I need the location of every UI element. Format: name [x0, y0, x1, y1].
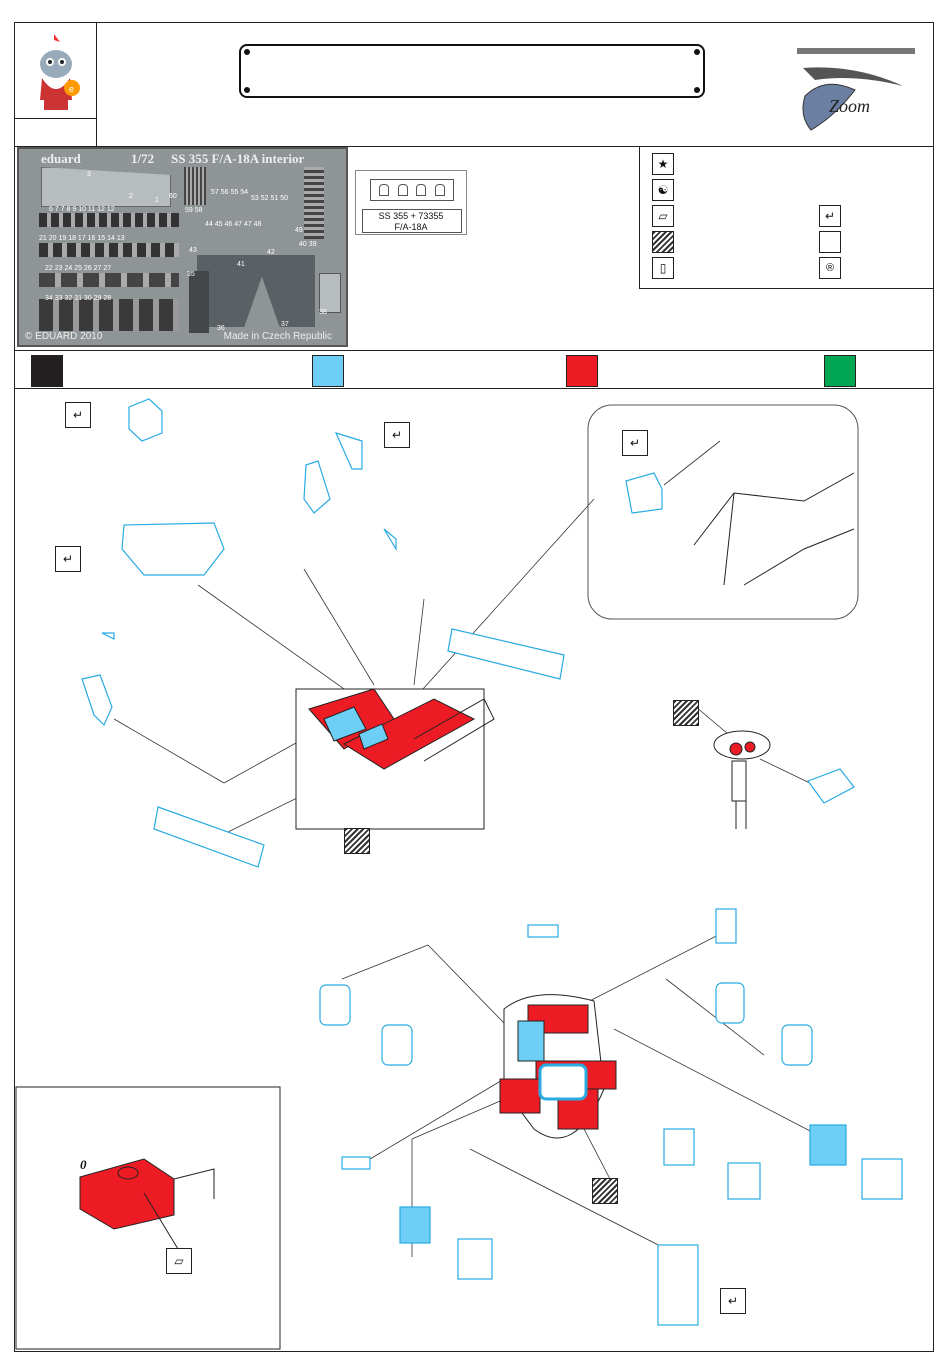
fret-part	[319, 273, 341, 313]
fret-number: 42	[267, 249, 275, 256]
fold-arrow-icon: ↵	[384, 422, 410, 448]
page-frame	[14, 22, 934, 1352]
fret-number: 59 58	[185, 207, 203, 214]
fret-number: 36	[217, 325, 225, 332]
product-code: SS 355 + 73355	[378, 211, 444, 221]
fret-scale: 1/72	[131, 151, 155, 166]
fold-arrow-icon: ↵	[819, 205, 841, 227]
hatched-panel-icon	[652, 231, 674, 253]
fret-number: 49	[295, 227, 303, 234]
hatched-panel-icon	[592, 1178, 618, 1204]
fret-number: 44 45 46 47 47 48	[205, 221, 262, 228]
fret-number: 34 33 32 31 30 29 28	[45, 295, 112, 302]
hatched-panel-icon	[673, 700, 699, 726]
fret-number: 21 20 19 18 17 16 15 14 13	[39, 235, 125, 242]
product-name: F/A-18A	[394, 222, 428, 232]
photo-etch-fret-image: eduard 1/72 SS 355 F/A-18A interior © ED…	[17, 147, 348, 347]
fret-copyright: © EDUARD 2010	[25, 331, 103, 342]
fret-number: 1	[155, 197, 159, 204]
fret-part	[41, 167, 171, 207]
registered-icon: ®	[819, 257, 841, 279]
fret-number: 53 52 51 50	[251, 195, 288, 202]
yin-yang-icon: ☯	[652, 179, 674, 201]
fret-number: 35	[187, 271, 195, 278]
svg-text:e: e	[69, 84, 74, 94]
fret-part	[39, 273, 179, 287]
fret-number: 43	[189, 247, 197, 254]
product-label-preview	[370, 179, 454, 201]
star-icon: ★	[652, 153, 674, 175]
fret-part	[304, 167, 324, 239]
fret-part	[184, 167, 206, 205]
fret-brand: eduard	[41, 151, 81, 166]
title-banner	[239, 44, 705, 98]
fret-number: 41	[237, 261, 245, 268]
blank-box-icon	[819, 231, 841, 253]
bend-icon: ▱	[166, 1248, 192, 1274]
fold-arrow-icon: ↵	[65, 402, 91, 428]
cylinder-icon: ▯	[652, 257, 674, 279]
color-swatch-blue	[312, 355, 344, 387]
fold-arrow-icon: ↵	[55, 546, 81, 572]
fret-number: 6 7 7 8 9 10 11 12 12	[49, 206, 115, 213]
logo-bottom-divider	[14, 118, 97, 119]
inset-label: 0	[80, 1157, 87, 1172]
fret-part	[197, 255, 315, 327]
color-bar-divider	[14, 388, 934, 389]
banner-rivet	[694, 87, 700, 93]
color-swatch-red	[566, 355, 598, 387]
fret-number: 38	[319, 309, 327, 316]
fret-number: 22 23 24 25 26 27 27	[45, 265, 112, 272]
fret-number: 40 39	[299, 241, 317, 248]
svg-text:Zoom: Zoom	[829, 96, 870, 116]
assembly-diagram	[15, 398, 903, 1350]
header-divider	[14, 146, 934, 147]
fret-number: 60	[169, 193, 177, 200]
color-swatch-green	[824, 355, 856, 387]
banner-rivet	[694, 49, 700, 55]
color-swatch-black	[31, 355, 63, 387]
fret-part	[39, 243, 179, 257]
fret-number: 57 56 55 54	[211, 189, 248, 196]
zoom-logo: Zoom	[797, 48, 915, 131]
logo-divider	[96, 22, 97, 146]
symbol-legend: ★ ☯ ▱ ▯ ↵ ®	[639, 147, 934, 289]
hatched-panel-icon	[344, 828, 370, 854]
banner-rivet	[244, 49, 250, 55]
fold-arrow-icon: ↵	[720, 1288, 746, 1314]
fold-arrow-icon: ↵	[622, 430, 648, 456]
fret-number: 3	[87, 171, 91, 178]
product-label: SS 355 + 73355 F/A-18A	[355, 170, 467, 235]
fret-number: 37	[281, 321, 289, 328]
fret-part	[39, 213, 179, 227]
fret-made-in: Made in Czech Republic	[223, 331, 332, 342]
fret-title: SS 355 F/A-18A interior	[171, 151, 305, 166]
mascot-logo: e	[40, 34, 80, 110]
fret-part	[189, 271, 209, 333]
bend-icon: ▱	[652, 205, 674, 227]
banner-rivet	[244, 87, 250, 93]
fret-number: 2	[129, 193, 133, 200]
fret-divider	[14, 350, 934, 351]
fret-part	[39, 299, 179, 331]
